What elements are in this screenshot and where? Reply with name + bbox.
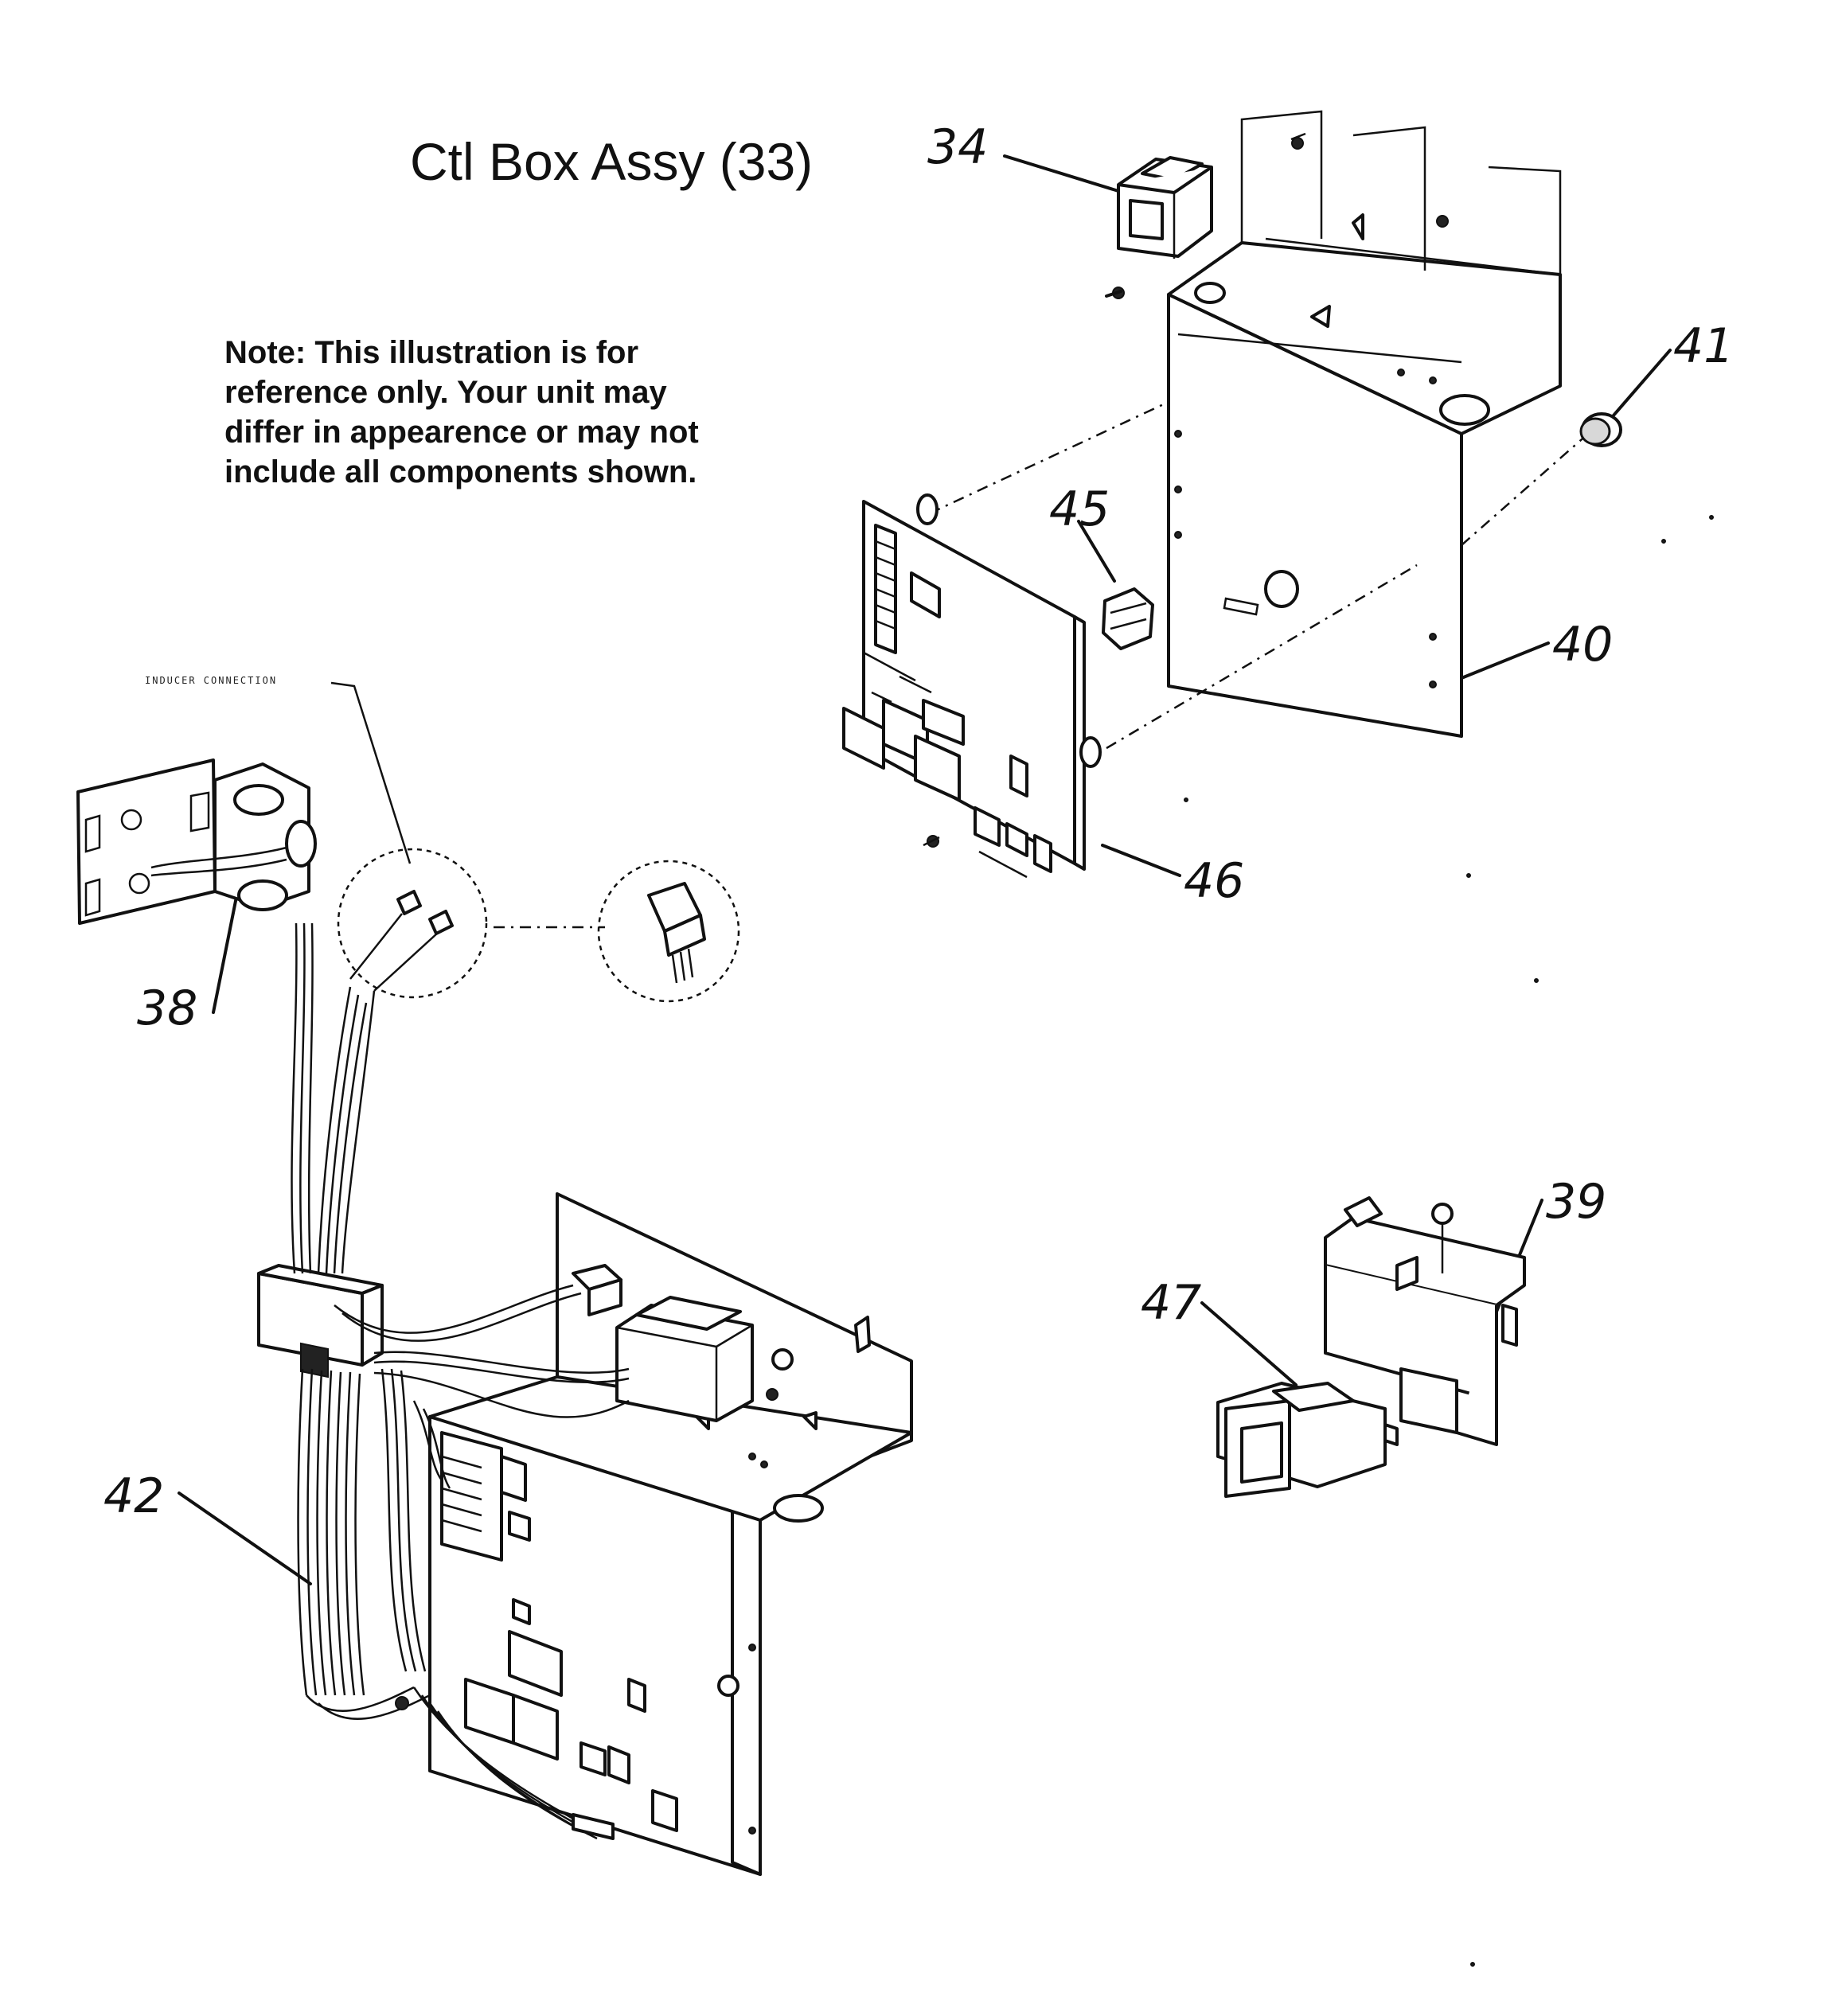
note-line: Note: This illustration is for <box>224 335 639 370</box>
plug-41 <box>1579 412 1622 447</box>
rocker-switch-47 <box>1216 1382 1399 1498</box>
reference-note: Note: This illustration is for reference… <box>224 333 829 492</box>
callout-39: 39 <box>1546 1174 1607 1230</box>
callout-45: 45 <box>1049 482 1110 537</box>
inducer-connection-label: INDUCER CONNECTION <box>145 675 278 686</box>
note-line: include all components shown. <box>224 454 697 489</box>
fuse-holder-45 <box>1102 587 1154 650</box>
scan-specks <box>1184 515 1714 1967</box>
wired-assembly-42 <box>257 922 913 1876</box>
callout-46: 46 <box>1184 853 1245 909</box>
inducer-detail-circles <box>337 848 740 1003</box>
connection-plate-38 <box>76 758 317 925</box>
callout-40: 40 <box>1552 617 1614 673</box>
callout-34: 34 <box>927 119 989 175</box>
note-line: reference only. Your unit may <box>224 375 667 410</box>
callout-41: 41 <box>1673 318 1735 374</box>
control-board-46 <box>842 493 1102 879</box>
transformer-34 <box>1105 156 1213 299</box>
note-line: differ in appearence or may not <box>224 415 699 450</box>
callout-42: 42 <box>103 1468 165 1524</box>
callout-47: 47 <box>1141 1275 1202 1331</box>
diagram-title: Ctl Box Assy (33) <box>410 132 814 191</box>
control-panel-40 <box>1167 110 1562 738</box>
assembly-dash-lines <box>494 400 1589 929</box>
switch-bracket-39 <box>1324 1196 1526 1446</box>
callout-38: 38 <box>137 981 198 1036</box>
